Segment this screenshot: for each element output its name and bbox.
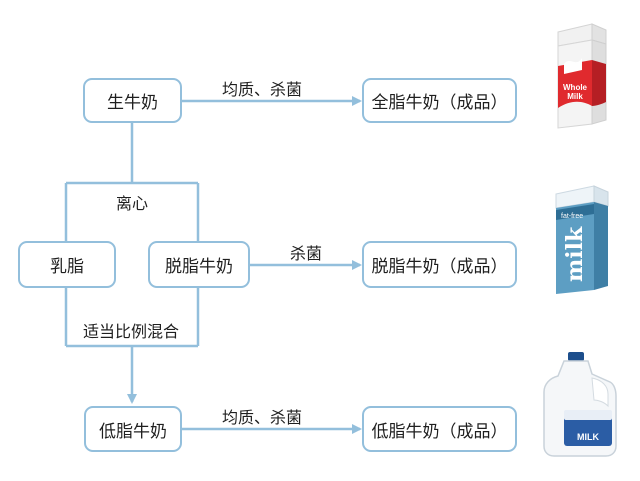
node-low-fat-milk: 低脂牛奶 (84, 406, 182, 452)
fat-free-milk-carton-image: fat-free milk (555, 185, 609, 294)
label-homogenize-sterilize-1: 均质、杀菌 (222, 80, 303, 99)
node-skim-milk-product: 脱脂牛奶（成品） (362, 241, 517, 288)
fat-free-carton-word: milk (562, 226, 588, 282)
milk-jug-image: MILK (543, 352, 617, 457)
label-homogenize-sterilize-2: 均质、杀菌 (222, 408, 303, 427)
whole-milk-carton-text-2: Milk (567, 92, 583, 101)
node-whole-milk-product: 全脂牛奶（成品） (362, 78, 517, 123)
label-centrifuge: 离心 (116, 194, 149, 213)
node-raw-milk: 生牛奶 (83, 78, 182, 123)
node-skim-milk: 脱脂牛奶 (148, 241, 250, 288)
node-low-fat-milk-product: 低脂牛奶（成品） (362, 406, 517, 452)
label-sterilize: 杀菌 (290, 244, 323, 263)
node-cream: 乳脂 (18, 241, 116, 288)
label-mix-proportion: 适当比例混合 (83, 322, 180, 341)
whole-milk-carton-image: Whole Milk (557, 23, 607, 129)
milk-jug-label-text: MILK (577, 432, 599, 442)
whole-milk-carton-text-1: Whole (563, 83, 588, 92)
fat-free-carton-band-text: fat-free (561, 213, 583, 220)
